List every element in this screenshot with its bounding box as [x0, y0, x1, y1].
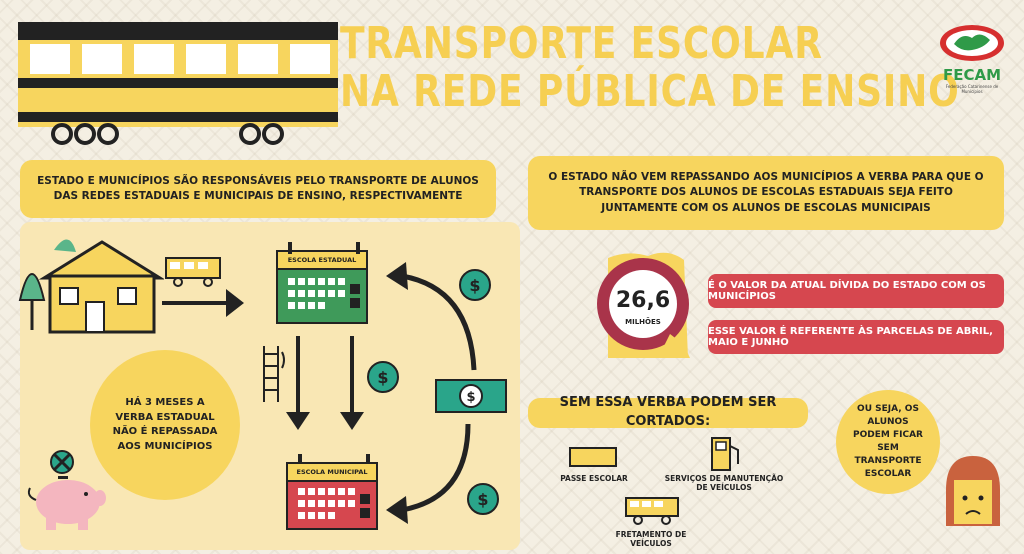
- dollar-coin-icon: $: [467, 483, 499, 515]
- no-transport-circle: OU SEJA, OS ALUNOS PODEM FICAR SEM TRANS…: [836, 390, 940, 494]
- debt-note-2: ESSE VALOR É REFERENTE ÀS PARCELAS DE AB…: [708, 320, 1004, 354]
- curved-arrow-down-icon: [386, 423, 471, 524]
- cut-item-charter: FRETAMENTO DE VEÍCULOS: [615, 530, 687, 548]
- months-unpaid-circle: HÁ 3 MESES A VERBA ESTADUAL NÃO É REPASS…: [90, 350, 240, 500]
- house-icon: [18, 239, 164, 334]
- debt-unit: MILHÕES: [625, 318, 661, 326]
- state-school-windows-icon: [288, 278, 360, 309]
- cuts-heading: SEM ESSA VERBA PODEM SER CORTADOS:: [528, 395, 808, 429]
- municipal-school-windows-icon: [298, 488, 370, 519]
- svg-text:$: $: [477, 490, 488, 509]
- sad-student-icon: [946, 456, 1000, 526]
- right-banner: O ESTADO NÃO VEM REPASSANDO AOS MUNICÍPI…: [528, 156, 1004, 230]
- ladder-icon: [263, 346, 285, 402]
- municipal-school-roof-icon: [298, 454, 370, 466]
- debt-value: 26,6: [615, 288, 671, 313]
- left-banner: ESTADO E MUNICÍPIOS SÃO RESPONSÁVEIS PEL…: [20, 160, 496, 218]
- curved-arrow-up-icon: [386, 262, 477, 371]
- piggy-bank-icon: [27, 450, 106, 530]
- svg-text:$: $: [377, 368, 388, 387]
- debt-note-1: É O VALOR DA ATUAL DÍVIDA DO ESTADO COM …: [708, 274, 1004, 308]
- cut-item-maintenance: SERVIÇOS DE MANUTENÇÃO DE VEÍCULOS: [664, 474, 784, 492]
- logo-subtext: Federação Catarinense de Municípios: [945, 84, 999, 94]
- state-school-label: ESCOLA ESTADUAL: [278, 252, 366, 270]
- cut-item-school-pass: PASSE ESCOLAR: [560, 474, 628, 483]
- state-school-building: ESCOLA ESTADUAL: [276, 250, 368, 324]
- title-line-2: NA REDE PÚBLICA DE ENSINO: [340, 66, 960, 117]
- small-bus-icon: [165, 257, 221, 287]
- banknote-icon: $: [435, 379, 507, 413]
- arrow-right-icon: [162, 289, 244, 317]
- fecam-logo: FECAM Federação Catarinense de Município…: [936, 22, 1008, 94]
- bus-icon: [18, 22, 338, 145]
- fuel-pump-icon: [711, 437, 739, 471]
- municipal-school-label: ESCOLA MUNICIPAL: [288, 464, 376, 482]
- debt-gauge-icon: [597, 252, 690, 358]
- municipal-school-building: ESCOLA MUNICIPAL: [286, 462, 378, 530]
- charter-bus-icon: [625, 497, 679, 525]
- svg-text:$: $: [466, 390, 475, 405]
- school-pass-icon: [569, 447, 617, 467]
- logo-text: FECAM: [942, 66, 1002, 84]
- fecam-emblem-icon: [940, 25, 1004, 61]
- svg-text:$: $: [469, 276, 480, 295]
- dollar-coin-icon: $: [367, 361, 399, 393]
- down-arrows-icon: [286, 336, 364, 430]
- state-school-roof-icon: [288, 242, 360, 254]
- title-line-1: TRANSPORTE ESCOLAR: [340, 18, 823, 69]
- dollar-coin-icon: $: [459, 269, 491, 301]
